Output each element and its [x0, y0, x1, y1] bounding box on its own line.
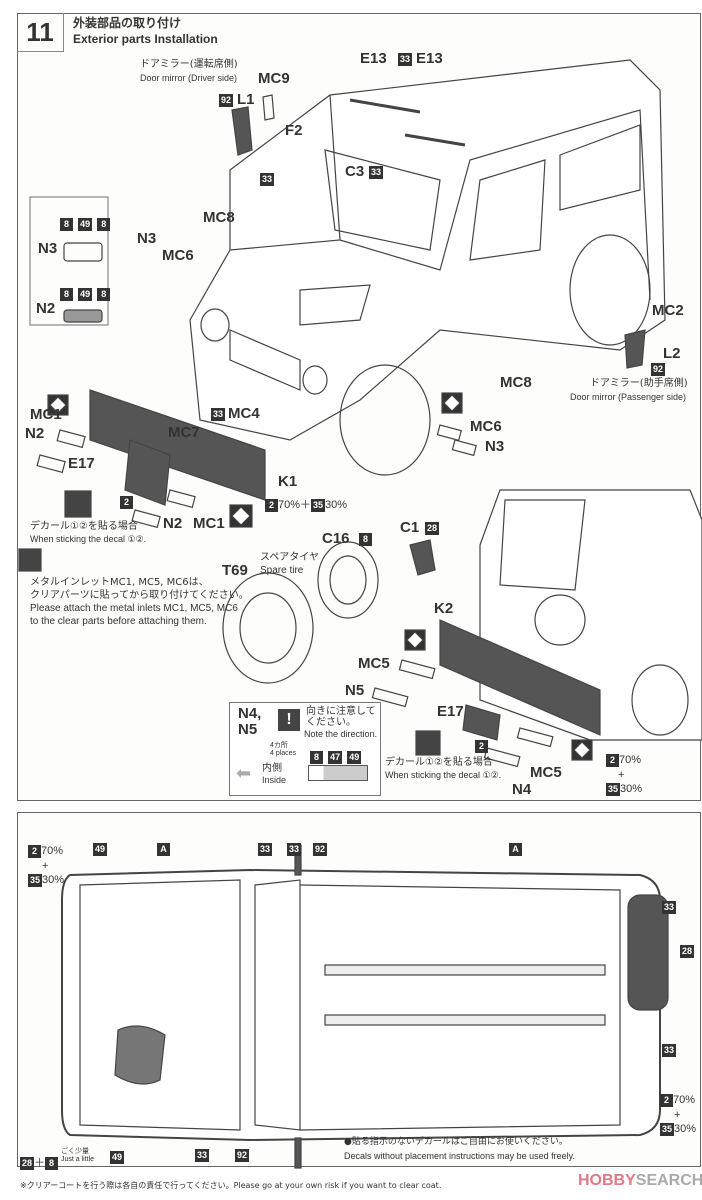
n3-paint-codes: 8 49 8: [60, 212, 111, 231]
paint-code: 33: [211, 408, 226, 421]
paint-code: 33: [398, 53, 413, 66]
direction-note-jp: 向きに注意してください。: [306, 706, 376, 728]
door-mirror-passenger-en: Door mirror (Passenger side): [570, 392, 687, 402]
direction-note-en: Note the direction.: [304, 729, 378, 739]
rear-decal-note-jp: デカール①②を貼る場合: [385, 757, 493, 768]
label-f2: F2: [285, 122, 303, 139]
door-mirror-passenger-jp: ドアミラー(助手席側): [590, 378, 688, 389]
step-title-en: Exterior parts Installation: [73, 32, 218, 46]
n4-part-diagram: [308, 765, 368, 781]
step-number: 11: [17, 13, 64, 52]
footer-note: ※クリアーコートを行う際は各自の責任で行ってください。Please go at …: [20, 1181, 442, 1190]
metal-note-en-2: to the clear parts before attaching them…: [30, 616, 207, 627]
label-mc9: MC9: [258, 70, 290, 87]
paint-code: 49: [110, 1151, 125, 1164]
paint-code: 92: [235, 1149, 250, 1162]
label-mc8: MC8: [500, 374, 532, 391]
label-k2: K2: [434, 600, 454, 617]
arrow-left-icon: ⬅: [236, 763, 252, 784]
decal-free-note-jp: ●貼る指示のないデカールはご自由にお使いください。: [344, 1137, 568, 1147]
paint-code: 8: [359, 533, 372, 546]
note-parts: N4,N5: [238, 705, 262, 738]
rear-decal-note-en: When sticking the decal ①②.: [385, 770, 502, 780]
door-mirror-driver-en: Door mirror (Driver side): [140, 73, 238, 83]
label-n2-inset: N2: [36, 300, 56, 317]
decal-free-note-en: Decals without placement instructions ma…: [344, 1151, 575, 1161]
label-n3: N3: [137, 230, 157, 247]
label-n5: N5: [345, 682, 365, 699]
label-n2: N2: [25, 425, 45, 442]
decal-note-jp: デカール①②を貼る場合: [30, 521, 138, 532]
watermark-logo: HOBBYSEARCH: [578, 1172, 702, 1189]
label-e17: E17: [437, 703, 464, 720]
label-k1: K1: [278, 473, 298, 490]
step-title-jp: 外装部品の取り付け: [73, 16, 182, 30]
paint-code: 33: [662, 1044, 677, 1057]
label-n3-inset: N3: [38, 240, 58, 257]
metal-note-en-1: Please attach the metal inlets MC1, MC5,…: [30, 603, 238, 614]
decal-note-en: When sticking the decal ①②.: [30, 534, 147, 544]
label-l2: L2: [663, 345, 681, 362]
label-mc4: MC4: [228, 405, 260, 422]
paint-code: 92: [313, 843, 328, 856]
spare-tire-en: Spare tire: [260, 565, 304, 576]
metal-note-jp-2: クリアパーツに貼ってから取り付けてください。: [30, 590, 249, 601]
paint-code: 33: [258, 843, 273, 856]
label-l1: L1: [237, 91, 255, 108]
label-mc6: MC6: [470, 418, 502, 435]
paint-code: 33: [260, 173, 275, 186]
label-mc5: MC5: [358, 655, 390, 672]
label-e13: E13: [416, 50, 443, 67]
door-mirror-driver-jp: ドアミラー(運転席側): [140, 59, 238, 70]
direction-note-box: N4,N5 ! 向きに注意してください。 Note the direction.…: [229, 702, 381, 796]
paint-code: 28: [425, 522, 440, 535]
caution-icon: !: [278, 709, 300, 731]
just-a-little-note: 28＋8: [20, 1151, 59, 1170]
label-n3: N3: [485, 438, 505, 455]
paint-code: 33: [287, 843, 302, 856]
part-letter-a: A: [157, 843, 170, 856]
label-c1: C1: [400, 519, 420, 536]
label-mc1: MC1: [193, 515, 225, 532]
paint-code: 92: [219, 94, 234, 107]
label-mc8: MC8: [203, 209, 235, 226]
n2-paint-codes: 8 49 8: [60, 282, 111, 301]
label-t69: T69: [222, 562, 248, 579]
label-e13: E13: [360, 50, 387, 67]
note-paint-codes: 8 47 49: [310, 745, 362, 764]
spare-tire-jp: スペアタイヤ: [260, 552, 319, 563]
label-n2: N2: [163, 515, 183, 532]
part-letter-a: A: [509, 843, 522, 856]
label-c3: C3: [345, 163, 365, 180]
paint-code: 92: [651, 363, 666, 376]
label-mc7: MC7: [168, 424, 200, 441]
label-e17: E17: [68, 455, 95, 472]
label-mc6: MC6: [162, 247, 194, 264]
paint-code: 33: [662, 901, 677, 914]
paint-code: 2: [120, 496, 133, 509]
paint-code: 33: [195, 1149, 210, 1162]
paint-code: 49: [93, 843, 108, 856]
label-mc5: MC5: [530, 764, 562, 781]
paint-code: 2: [475, 740, 488, 753]
paint-code: 33: [369, 166, 384, 179]
label-mc1: MC1: [30, 406, 62, 423]
label-n4: N4: [512, 781, 532, 798]
paint-code: 28: [680, 945, 695, 958]
label-c16: C16: [322, 530, 350, 547]
label-mc2: MC2: [652, 302, 684, 319]
metal-note-jp-1: メタルインレットMC1, MC5, MC6は、: [30, 577, 209, 588]
